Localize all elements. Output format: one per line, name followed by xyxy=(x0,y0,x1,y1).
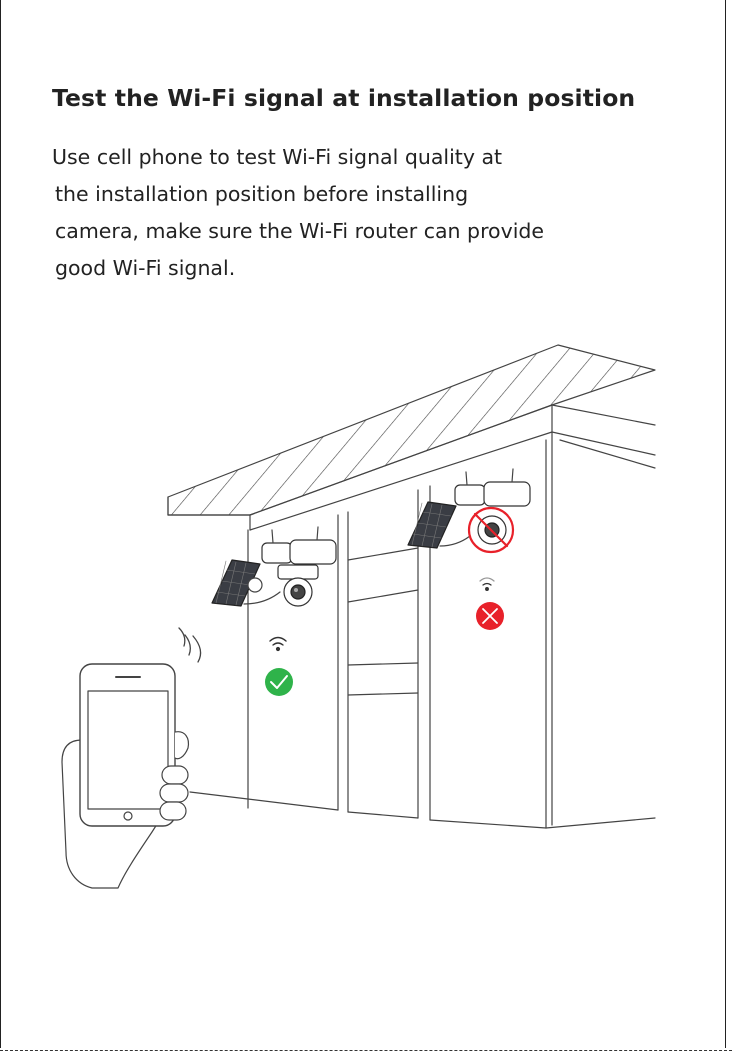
wifi-icon xyxy=(270,638,286,651)
check-icon xyxy=(265,668,293,696)
camera-good-position xyxy=(212,527,336,606)
wifi-weak-icon xyxy=(480,578,494,590)
cross-icon xyxy=(476,602,504,630)
phone-in-hand-icon xyxy=(62,628,201,888)
